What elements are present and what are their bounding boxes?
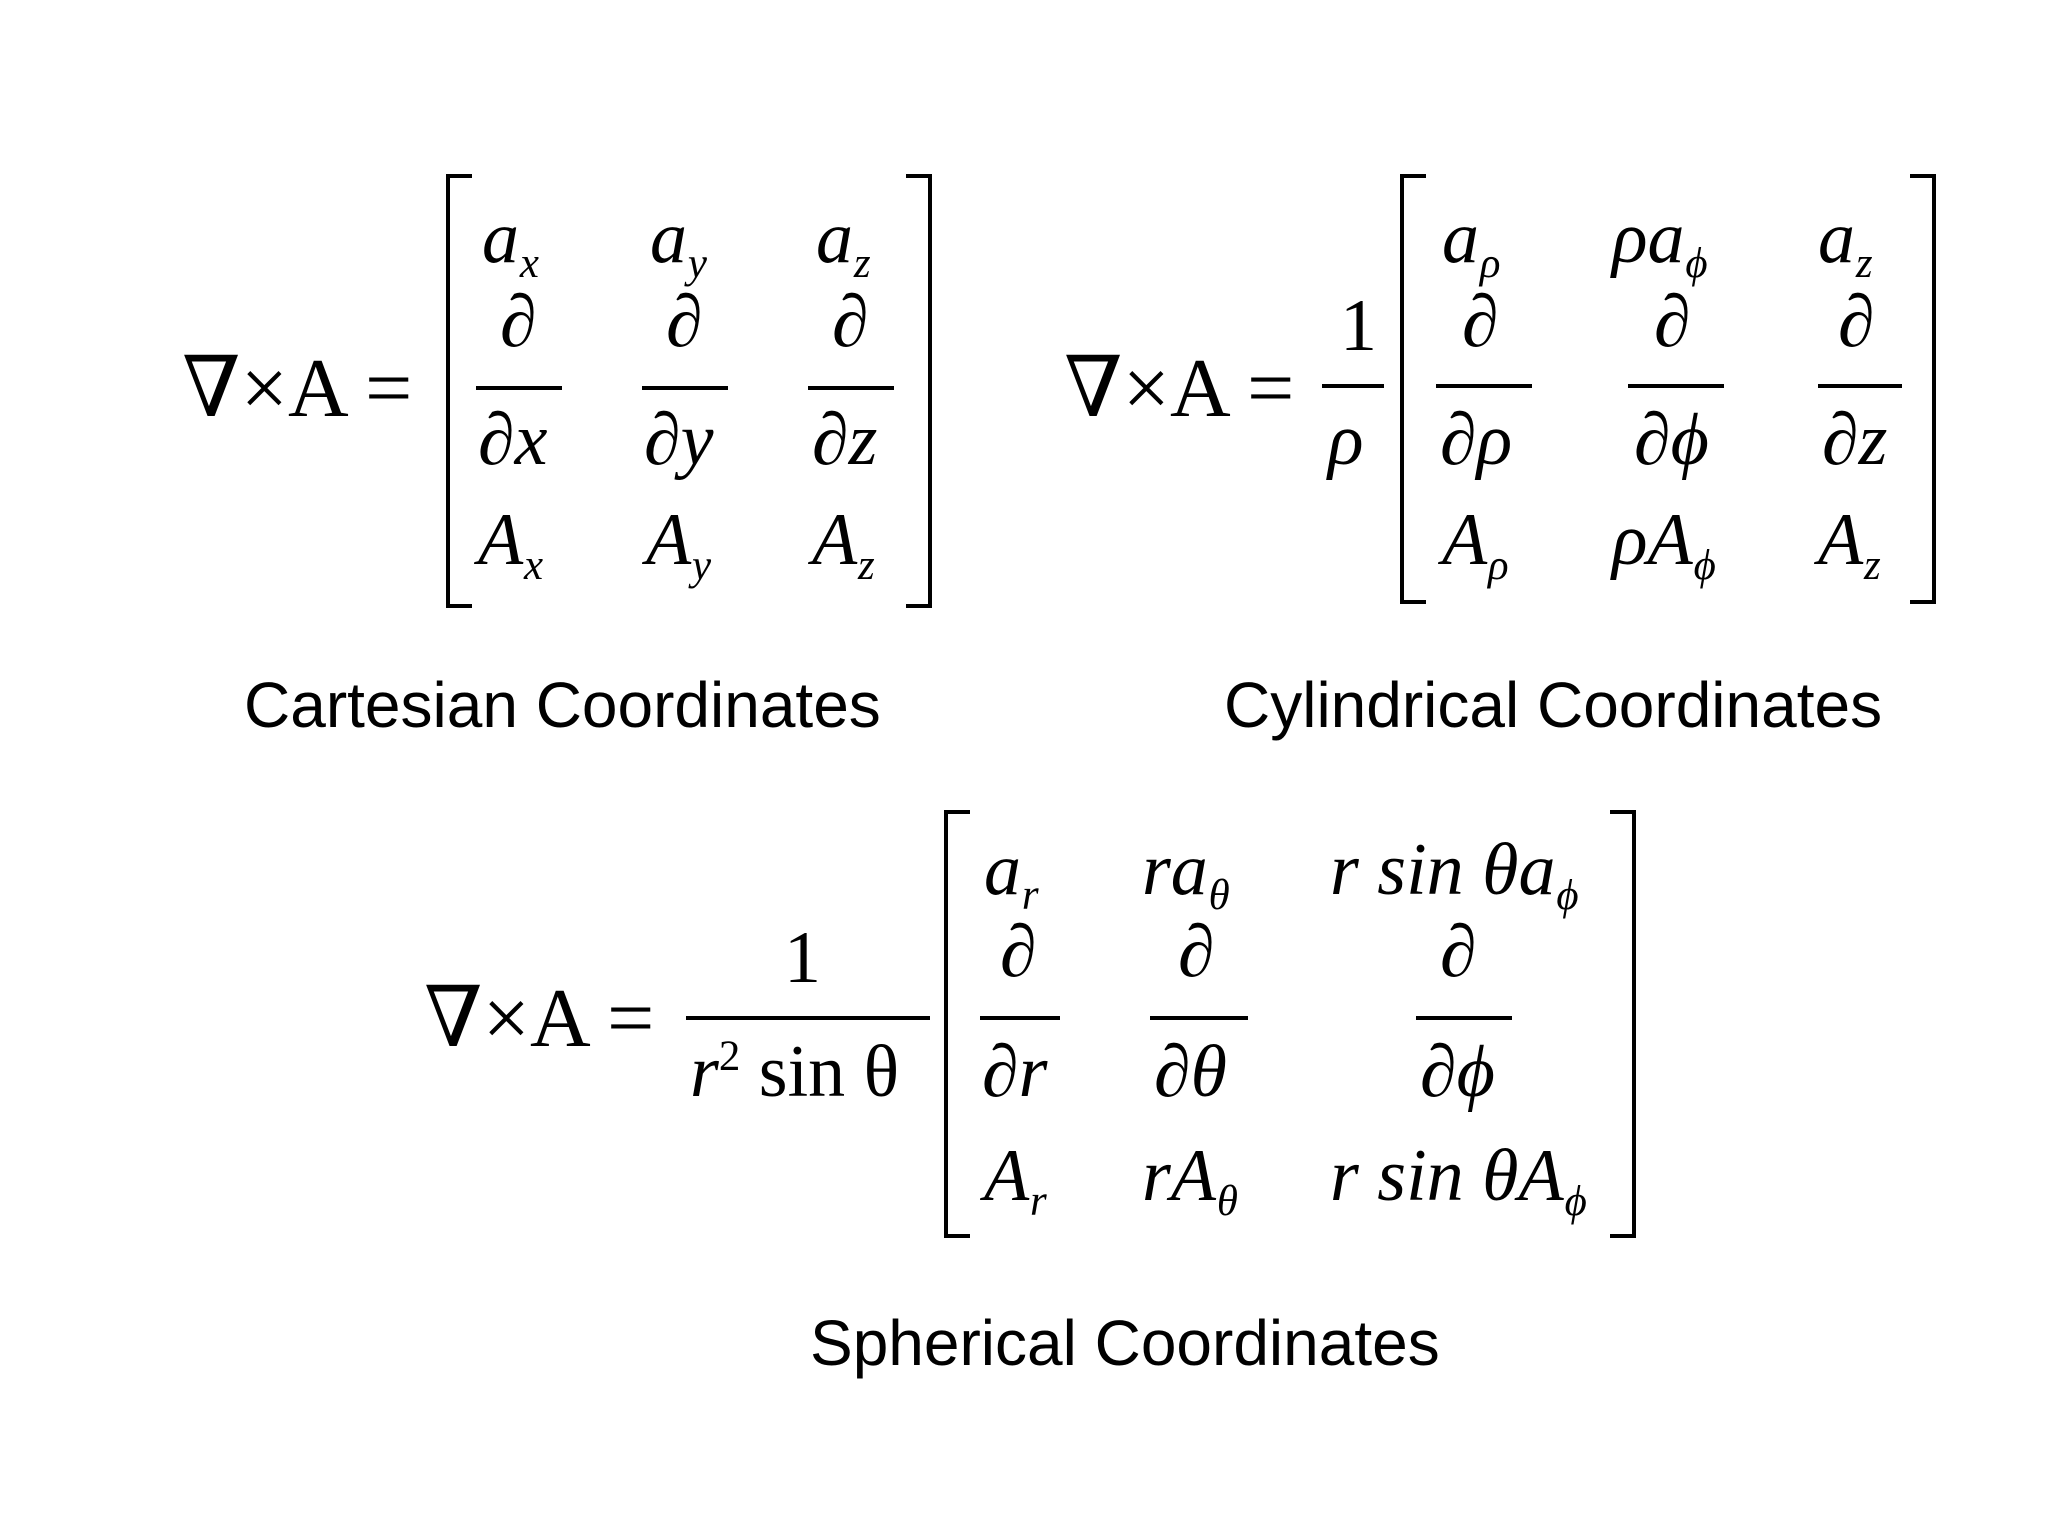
cartesian-r2c2-num: ∂: [666, 281, 703, 363]
cylindrical-r2c1-den: ∂ρ: [1440, 399, 1513, 481]
cylindrical-left-bracket: [1400, 174, 1426, 604]
cartesian-r3c3: Az: [812, 499, 875, 590]
spherical-left-bracket: [944, 810, 970, 1238]
cylindrical-r2c3-num: ∂: [1838, 281, 1875, 363]
spherical-prefactor-den: r2 sin θ: [690, 1031, 900, 1113]
cartesian-r2c3-num: ∂: [832, 281, 869, 363]
cartesian-lhs: ∇×A =: [182, 338, 412, 437]
cartesian-r2c1-den: ∂x: [478, 399, 548, 481]
spherical-r1c3: r sin θaϕ: [1330, 829, 1579, 920]
cylindrical-right-bracket: [1910, 174, 1936, 604]
cylindrical-prefactor-bar: [1322, 384, 1384, 388]
spherical-prefactor-num: 1: [784, 917, 821, 999]
cartesian-r1c1: ax: [482, 197, 539, 288]
spherical-r2c1-den: ∂r: [982, 1031, 1048, 1113]
cylindrical-r1c3: az: [1818, 197, 1873, 288]
cartesian-r2c2-den: ∂y: [644, 399, 714, 481]
spherical-r2c1-bar: [980, 1016, 1060, 1020]
cartesian-r2c3-bar: [808, 386, 894, 390]
cylindrical-r2c3-den: ∂z: [1822, 399, 1888, 481]
cartesian-r1c3: az: [816, 197, 871, 288]
cylindrical-r1c2: ρaϕ: [1612, 197, 1708, 288]
spherical-r1c1: ar: [984, 829, 1039, 920]
spherical-r1c2: raθ: [1142, 829, 1230, 920]
cartesian-right-bracket: [906, 174, 932, 608]
spherical-r3c3: r sin θAϕ: [1330, 1135, 1587, 1226]
cylindrical-r3c3: Az: [1818, 499, 1881, 590]
cartesian-r1c2: ay: [650, 197, 707, 288]
cylindrical-r1c1: aρ: [1442, 197, 1501, 288]
spherical-right-bracket: [1610, 810, 1636, 1238]
cylindrical-prefactor-den: ρ: [1328, 399, 1364, 481]
spherical-r2c1-num: ∂: [1000, 911, 1037, 993]
spherical-r2c3-bar: [1416, 1016, 1512, 1020]
cylindrical-caption: Cylindrical Coordinates: [1224, 669, 1883, 741]
cartesian-caption: Cartesian Coordinates: [244, 669, 881, 741]
spherical-r2c2-den: ∂θ: [1154, 1031, 1227, 1113]
cylindrical-r2c2-num: ∂: [1654, 281, 1691, 363]
spherical-lhs-text: ∇×A =: [424, 972, 655, 1065]
cartesian-left-bracket: [446, 174, 472, 608]
spherical-r2c2-num: ∂: [1178, 911, 1215, 993]
cartesian-r2c1-num: ∂: [500, 281, 537, 363]
spherical-prefactor-bar: [686, 1016, 930, 1020]
cylindrical-r3c2: ρAϕ: [1612, 499, 1716, 590]
spherical-lhs: ∇×A =: [424, 968, 654, 1067]
spherical-r2c3-den: ∂ϕ: [1420, 1031, 1495, 1113]
cartesian-lhs-text: ∇×A =: [182, 342, 413, 435]
spherical-r3c2: rAθ: [1142, 1135, 1238, 1226]
cylindrical-r2c3-bar: [1818, 384, 1902, 388]
spherical-r3c1: Ar: [984, 1135, 1047, 1226]
cylindrical-lhs-text: ∇×A =: [1064, 342, 1295, 435]
spherical-caption: Spherical Coordinates: [810, 1307, 1440, 1379]
cylindrical-r2c1-bar: [1436, 384, 1532, 388]
cartesian-r2c3-den: ∂z: [812, 399, 878, 481]
cartesian-r2c2-bar: [642, 386, 728, 390]
cylindrical-r3c1: Aρ: [1442, 499, 1509, 590]
cylindrical-r2c2-den: ∂ϕ: [1634, 399, 1709, 481]
cylindrical-r2c1-num: ∂: [1462, 281, 1499, 363]
spherical-r2c3-num: ∂: [1440, 911, 1477, 993]
cartesian-r2c1-bar: [476, 386, 562, 390]
cartesian-r3c2: Ay: [646, 499, 712, 590]
cylindrical-lhs: ∇×A =: [1064, 338, 1294, 437]
cartesian-r3c1: Ax: [478, 499, 544, 590]
cylindrical-prefactor-num: 1: [1340, 285, 1377, 367]
spherical-r2c2-bar: [1150, 1016, 1248, 1020]
cylindrical-r2c2-bar: [1628, 384, 1724, 388]
